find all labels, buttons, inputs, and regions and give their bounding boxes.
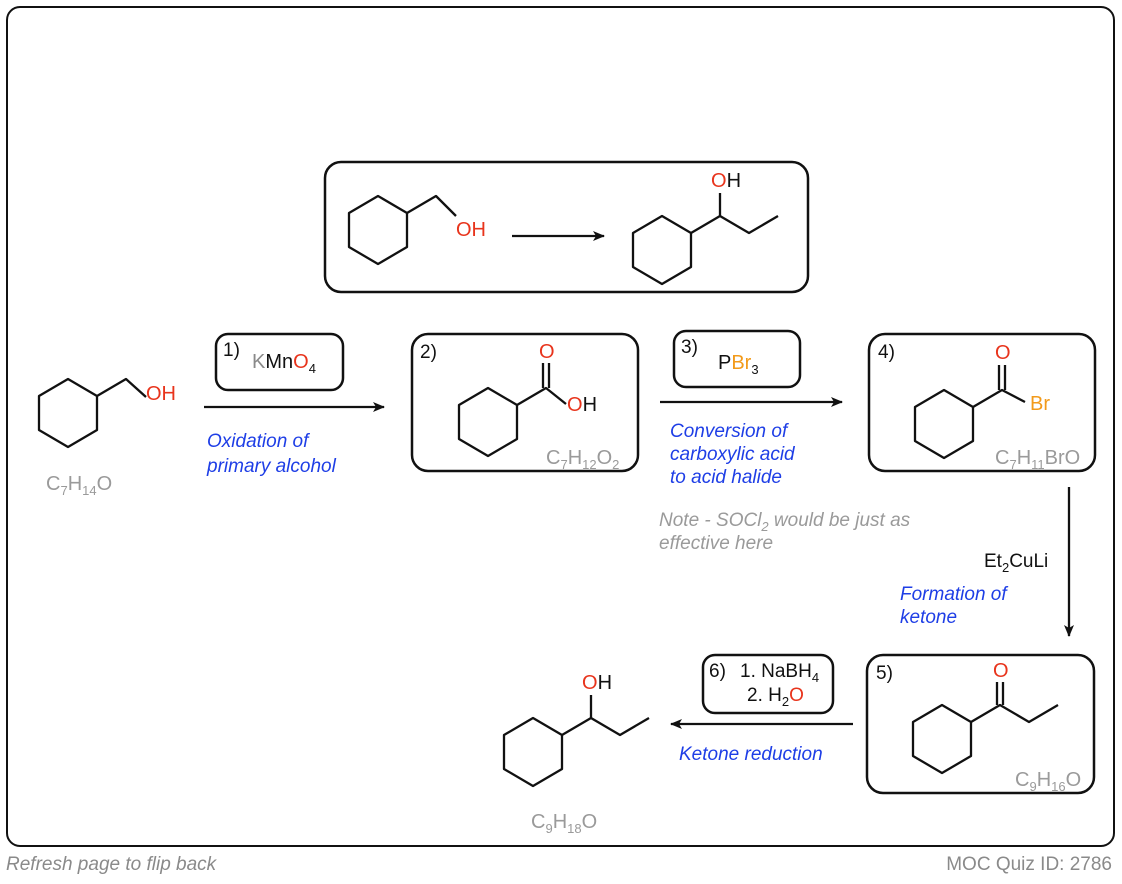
- step3-reagent: PBr3: [718, 352, 759, 377]
- step6-reagent-box: [701, 653, 835, 715]
- et2culi-caption: Formation of ketone: [900, 584, 1012, 628]
- compound4-number: 4): [878, 342, 895, 363]
- product-formula: C9H18O: [531, 811, 597, 836]
- compound2-number: 2): [420, 342, 437, 363]
- step3-caption: Conversion of carboxylic acid to acid ha…: [670, 421, 800, 488]
- step6-caption: Ketone reduction: [679, 744, 823, 765]
- et2culi-reagent: Et2CuLi: [984, 551, 1048, 575]
- compound2-carbonyl-o: O: [539, 341, 555, 363]
- start-oh: OH: [146, 383, 176, 405]
- target-reactant-oh: OH: [456, 219, 486, 241]
- compound2-structure: [457, 363, 567, 458]
- compound4-structure: [913, 365, 1026, 460]
- step3-reagent-box: [672, 329, 802, 389]
- step1-caption: Oxidation of primary alcohol: [206, 431, 337, 477]
- compound5-structure: [911, 682, 1059, 775]
- step6-line1: 1. NaBH4: [740, 661, 819, 685]
- compound5-formula: C9H16O: [1015, 769, 1081, 794]
- step1-reagent: KMnO4: [252, 351, 316, 376]
- product-structure: [502, 695, 650, 788]
- compound2-box: [410, 332, 640, 473]
- compound2-formula: C7H12O2: [546, 447, 619, 472]
- compound5-carbonyl-o: O: [993, 660, 1009, 682]
- compound4-br: Br: [1030, 393, 1050, 415]
- step1-reagent-box: [214, 332, 345, 392]
- quiz-id: MOC Quiz ID: 2786: [946, 854, 1112, 875]
- compound4-box: [867, 332, 1097, 473]
- target-product-structure: [631, 193, 779, 286]
- refresh-hint[interactable]: Refresh page to flip back: [6, 854, 217, 875]
- compound4-formula: C7H11BrO: [995, 447, 1080, 472]
- step6-line2: 2. H2O: [747, 685, 804, 709]
- step6-number: 6): [709, 661, 726, 682]
- step1-number: 1): [223, 340, 240, 361]
- compound5-number: 5): [876, 663, 893, 684]
- start-formula: C7H14O: [46, 473, 112, 498]
- target-box: [323, 160, 810, 294]
- compound2-oh: OH: [567, 394, 597, 416]
- compound4-carbonyl-o: O: [995, 342, 1011, 364]
- target-reactant-structure: [347, 194, 457, 266]
- quiz-card: [6, 6, 1115, 847]
- step3-number: 3): [681, 337, 698, 358]
- start-structure: [37, 377, 147, 449]
- compound5-box: [865, 653, 1096, 795]
- step3-note: Note - SOCl2 would be just as effective …: [659, 510, 915, 554]
- product-oh: OH: [582, 672, 612, 694]
- target-product-oh: OH: [711, 170, 741, 192]
